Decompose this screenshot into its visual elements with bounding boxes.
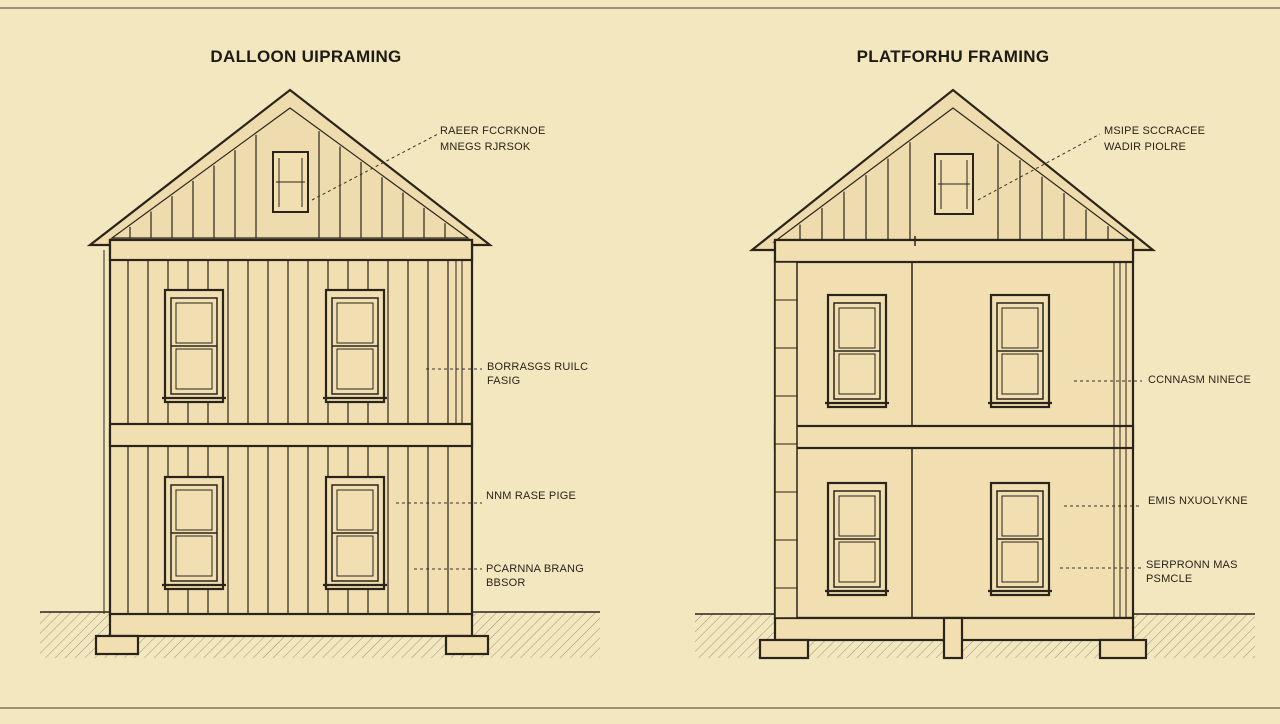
balloon-gable-studs (129, 131, 446, 238)
platform-corner-post-left (774, 261, 798, 619)
balloon-footing-right (444, 634, 490, 656)
platform-window-lower-right (986, 481, 1054, 597)
platform-lower-label: EMIS NXUOLYKNE (1148, 495, 1248, 507)
balloon-framing-house: DALLOON UIPRAMING (40, 47, 600, 658)
balloon-sill-label-1: PCARNNA BRANG (486, 563, 584, 575)
platform-top-plate (773, 238, 1135, 264)
platform-footing-left (758, 638, 810, 660)
platform-window-upper-left (823, 293, 891, 409)
platform-gable-leader (977, 133, 1101, 201)
balloon-gable-label-2: MNEGS RJRSOK (440, 141, 531, 153)
platform-sill-label-2: PSMCLE (1146, 573, 1192, 585)
platform-framing-house: PLATFORHU FRAMING (695, 47, 1255, 660)
platform-floor-deck (773, 424, 1135, 450)
balloon-sill-label-2: BBSOR (486, 577, 526, 589)
balloon-window-lower-right (321, 475, 389, 591)
balloon-top-plate (108, 238, 474, 262)
balloon-window-upper-left (160, 288, 228, 404)
platform-sill-label-1: SERPRONN MAS (1146, 559, 1238, 571)
balloon-footing-left (94, 634, 140, 656)
platform-gable-label-2: WADIR PIOLRE (1104, 141, 1186, 153)
platform-window-lower-left (823, 481, 891, 597)
balloon-roof-inner (110, 107, 470, 239)
balloon-floor-band (108, 422, 474, 448)
balloon-window-upper-right (321, 288, 389, 404)
platform-window-upper-right (986, 293, 1054, 409)
platform-gable-studs (799, 142, 1109, 242)
platform-title: PLATFORHU FRAMING (857, 47, 1050, 66)
balloon-mid-label-2: FASIG (487, 375, 520, 387)
balloon-window-lower-left (160, 475, 228, 591)
platform-footing-center (942, 616, 964, 660)
platform-footing-right (1098, 638, 1148, 660)
balloon-title: DALLOON UIPRAMING (210, 47, 401, 66)
balloon-mid-label-1: BORRASGS RUILC (487, 361, 588, 373)
platform-mid-label: CCNNASM NINECE (1148, 374, 1251, 386)
balloon-sill-plate (108, 612, 474, 638)
platform-post-blocks (775, 299, 797, 589)
balloon-gable-label-1: RAEER FCCRKNOE (440, 125, 545, 137)
balloon-lower-label: NNM RASE PIGE (486, 490, 576, 502)
platform-gable-label-1: MSIPE SCCRACEE (1104, 125, 1205, 137)
